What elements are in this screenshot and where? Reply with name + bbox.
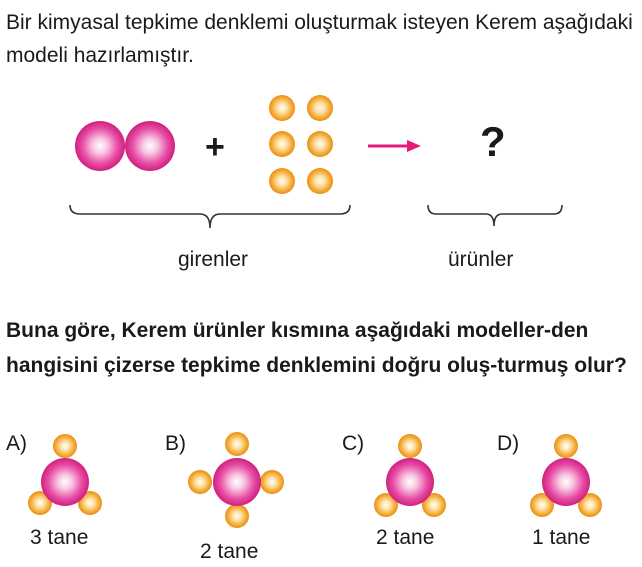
pink-atom (386, 458, 434, 506)
pink-atom (41, 458, 89, 506)
orange-atom (269, 95, 295, 121)
orange-atom (374, 493, 398, 517)
reactants-brace (69, 204, 351, 229)
orange-atom (578, 493, 602, 517)
option-b-count: 2 tane (200, 540, 259, 563)
orange-atom (307, 95, 333, 121)
orange-atom (422, 493, 446, 517)
products-question-mark: ? (480, 118, 506, 165)
products-brace (427, 204, 563, 227)
orange-atom (260, 470, 284, 494)
pink-atom (75, 121, 125, 171)
intro-text: Bir kimyasal tepkime denklemi oluşturmak… (6, 11, 633, 67)
reactant-pink-molecule (75, 121, 175, 171)
option-b-letter: B) (165, 432, 186, 455)
pink-atom (542, 458, 590, 506)
reactant-orange-atoms (269, 95, 333, 194)
orange-atom (78, 491, 102, 515)
question-text: Buna göre, Kerem ürünler kısmına aşağıda… (6, 319, 627, 377)
orange-atom (225, 504, 249, 528)
orange-atom (269, 131, 295, 157)
orange-atom (398, 434, 422, 458)
option-d-letter: D) (497, 432, 520, 455)
products-label: ürünler (448, 248, 514, 271)
orange-atom (225, 432, 249, 456)
option-d-count: 1 tane (532, 526, 591, 549)
orange-atom (554, 434, 578, 458)
orange-atom (28, 491, 52, 515)
option-a-count: 3 tane (30, 526, 89, 549)
orange-atom (307, 131, 333, 157)
orange-atom (530, 493, 554, 517)
orange-atom (269, 168, 295, 194)
orange-atom (53, 434, 77, 458)
reactants-label: girenler (178, 248, 249, 271)
orange-atom (188, 470, 212, 494)
option-c-count: 2 tane (376, 526, 435, 549)
option-a-letter: A) (6, 432, 27, 455)
option-c-letter: C) (342, 432, 365, 455)
plus-sign: + (205, 128, 225, 166)
orange-atom (307, 168, 333, 194)
pink-atom (213, 458, 261, 506)
pink-atom (125, 121, 175, 171)
reaction-arrow (368, 140, 421, 152)
